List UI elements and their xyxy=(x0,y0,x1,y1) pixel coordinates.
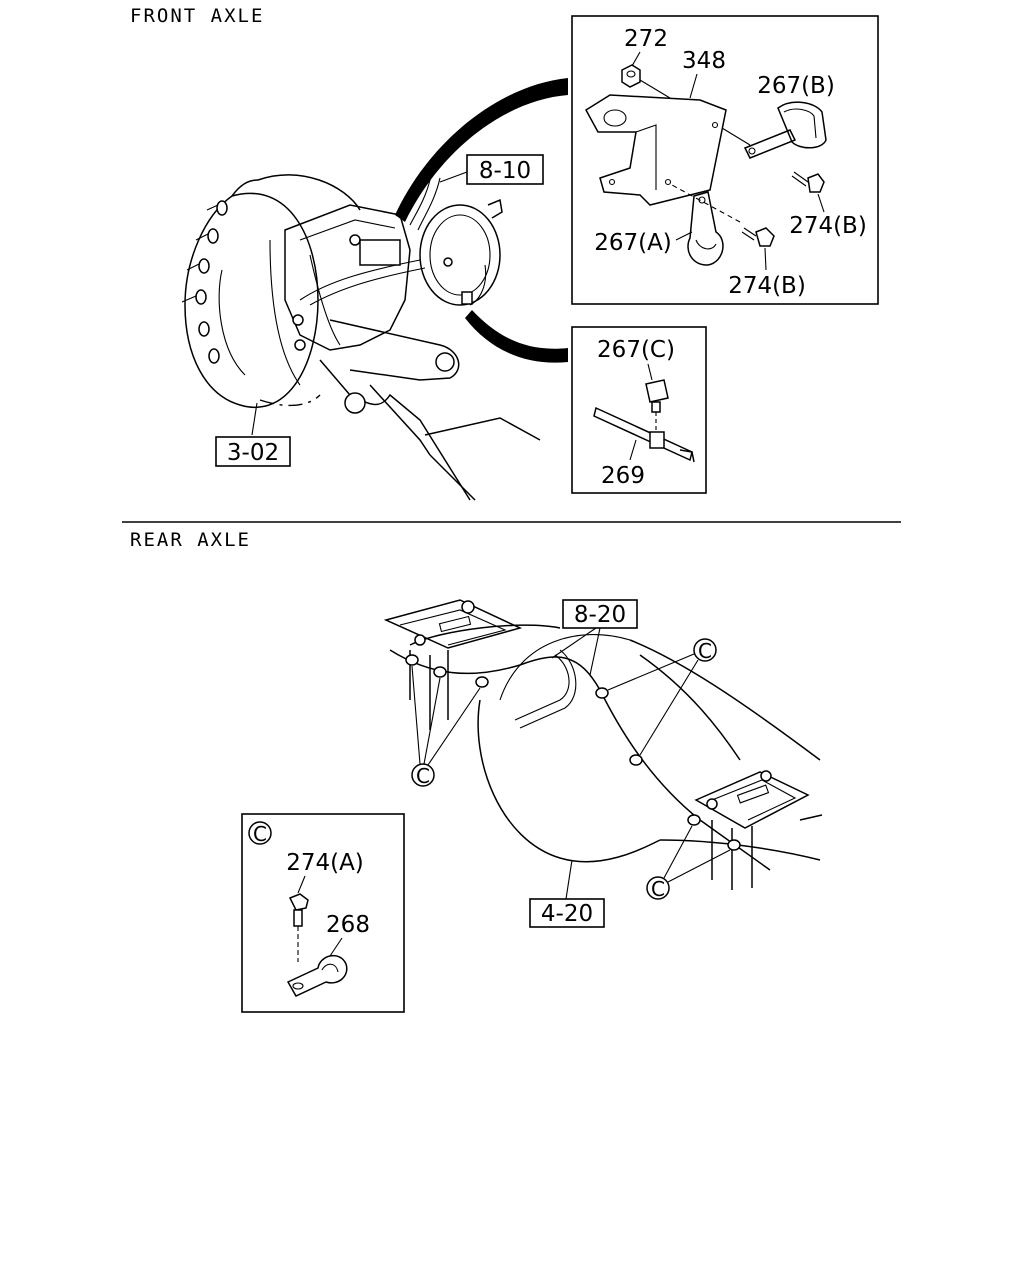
ref-box-axle: 4-20 xyxy=(529,859,605,928)
bolt-274b-lower xyxy=(671,184,775,247)
rear-axle-title: REAR AXLE xyxy=(130,529,251,551)
label-267a: 267(A) xyxy=(594,230,672,256)
label-267c: 267(C) xyxy=(597,337,675,363)
callout-c-right-letter: C xyxy=(651,877,665,901)
front-axle-title: FRONT AXLE xyxy=(130,5,264,27)
bracket-348 xyxy=(585,94,727,206)
detail-box-tie: 267(C) 269 xyxy=(571,326,707,494)
rear-axle-assembly xyxy=(383,599,823,890)
ref-box-hub: 3-02 xyxy=(215,436,291,467)
bolt-274b-upper xyxy=(791,171,825,193)
label-272: 272 xyxy=(624,26,668,52)
ref-chamber-text: 8-10 xyxy=(479,158,531,184)
bolt-274a xyxy=(288,893,309,962)
nut-272 xyxy=(621,64,641,88)
ref-box-chamber: 8-10 xyxy=(439,154,544,185)
clip-268 xyxy=(286,954,348,997)
callout-c-left: C xyxy=(411,665,481,788)
label-269: 269 xyxy=(601,463,645,489)
brake-chamber xyxy=(409,177,503,306)
callout-arrow-tie xyxy=(465,310,568,363)
ref-hub-text: 3-02 xyxy=(227,440,279,466)
ref-hose-text: 8-20 xyxy=(574,602,626,628)
ref-axle-text: 4-20 xyxy=(541,901,593,927)
clip-267a xyxy=(687,191,724,266)
tie-269 xyxy=(593,406,695,463)
left-spring-seat xyxy=(383,599,523,730)
detail-c-letter: C xyxy=(253,822,267,846)
hub-bolts xyxy=(181,200,228,364)
label-348: 348 xyxy=(682,48,726,74)
label-268: 268 xyxy=(326,912,370,938)
label-274b-upper: 274(B) xyxy=(789,213,867,239)
callout-arrow-bracket xyxy=(395,78,568,222)
label-274a: 274(A) xyxy=(286,850,364,876)
detail-box-bracket: 272 348 267(B) xyxy=(571,15,879,305)
right-spring-seat xyxy=(694,770,810,890)
label-267b: 267(B) xyxy=(757,73,835,99)
callout-c-right: C xyxy=(646,825,731,901)
ref-box-hose: 8-20 xyxy=(551,599,638,676)
clip-267b xyxy=(743,101,827,159)
detail-box-c: C 274(A) 268 xyxy=(241,813,405,1013)
label-274b-lower: 274(B) xyxy=(728,273,806,299)
callout-c-top: C xyxy=(607,638,717,756)
callout-c-left-letter: C xyxy=(416,764,430,788)
callout-c-top-letter: C xyxy=(698,639,712,663)
front-hub-assembly xyxy=(181,174,541,501)
rear-axle-section: REAR AXLE xyxy=(130,529,823,1013)
clip-267c xyxy=(645,379,669,432)
front-axle-section: FRONT AXLE xyxy=(130,5,879,501)
